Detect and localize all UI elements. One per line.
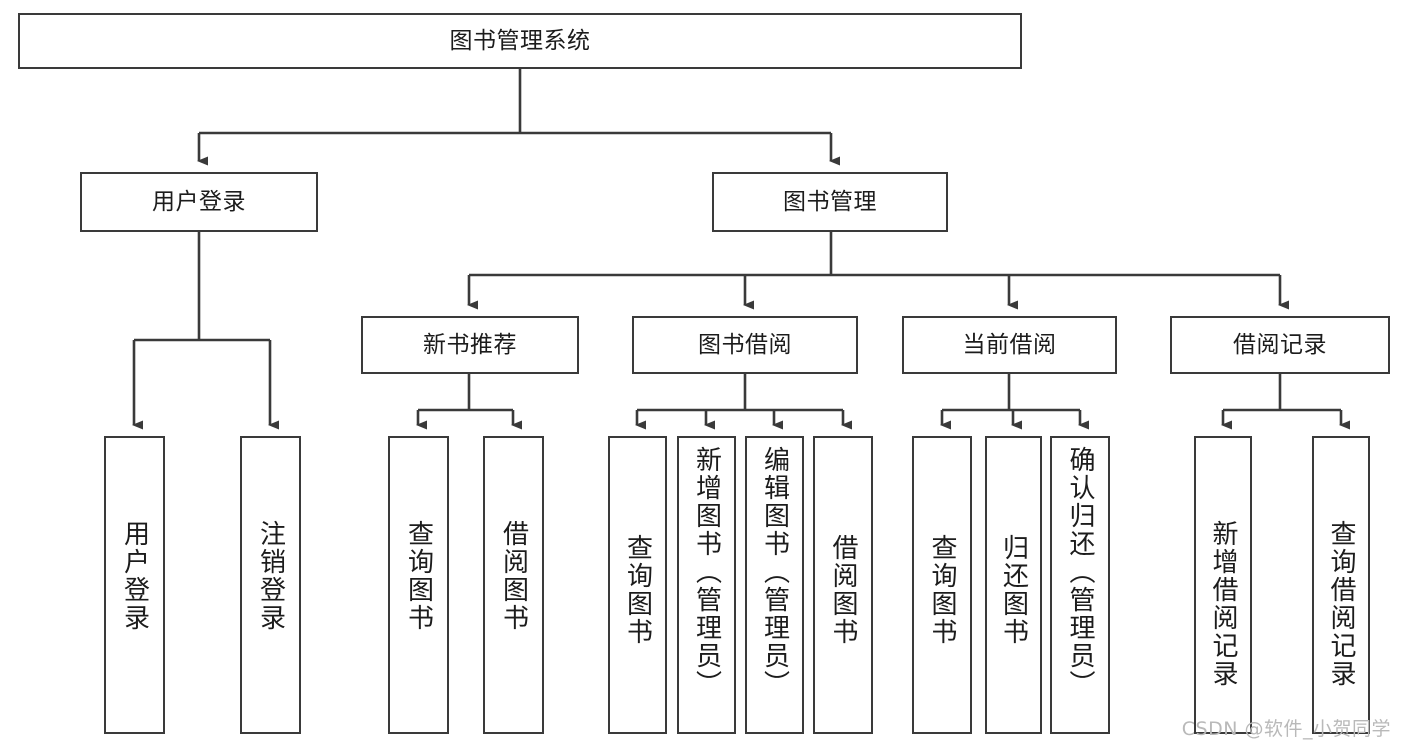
- leaf-logout[interactable]: 注销登录: [240, 436, 301, 734]
- csdn-watermark: CSDN @软件_小贺同学: [1181, 718, 1391, 740]
- leaf-add-book-admin[interactable]: 新增图书（管理员）: [677, 436, 736, 734]
- node-new-book-recommend-label: 新书推荐: [423, 331, 517, 358]
- leaf-query-book-borrow-label: 查询图书: [622, 534, 653, 646]
- leaf-query-book-recommend-label: 查询图书: [403, 520, 434, 632]
- leaf-query-borrow-record-label: 查询借阅记录: [1326, 520, 1356, 688]
- leaf-logout-label: 注销登录: [255, 520, 286, 632]
- leaf-return-book-label: 归还图书: [998, 534, 1029, 646]
- leaf-user-login[interactable]: 用户登录: [104, 436, 165, 734]
- leaf-borrow-book-recommend[interactable]: 借阅图书: [483, 436, 544, 734]
- node-current-borrow-label: 当前借阅: [962, 331, 1057, 358]
- node-root[interactable]: 图书管理系统: [18, 13, 1022, 69]
- node-new-book-recommend[interactable]: 新书推荐: [361, 316, 579, 374]
- leaf-confirm-return-admin-label: 确认归还（管理员）: [1065, 446, 1095, 698]
- leaf-user-login-label: 用户登录: [119, 520, 150, 632]
- node-user-login[interactable]: 用户登录: [80, 172, 318, 232]
- leaf-query-book-recommend[interactable]: 查询图书: [388, 436, 449, 734]
- leaf-query-book-current-label: 查询图书: [927, 534, 957, 646]
- node-borrow-record-label: 借阅记录: [1233, 331, 1327, 358]
- node-user-login-label: 用户登录: [152, 188, 246, 215]
- leaf-return-book[interactable]: 归还图书: [985, 436, 1042, 734]
- node-book-borrow-label: 图书借阅: [698, 331, 792, 358]
- leaf-confirm-return-admin[interactable]: 确认归还（管理员）: [1050, 436, 1110, 734]
- leaf-add-borrow-record-label: 新增借阅记录: [1208, 520, 1238, 688]
- leaf-edit-book-admin-label: 编辑图书（管理员）: [759, 446, 790, 698]
- node-root-label: 图书管理系统: [449, 27, 591, 54]
- node-book-management-label: 图书管理: [783, 188, 877, 215]
- node-current-borrow[interactable]: 当前借阅: [902, 316, 1117, 374]
- leaf-add-borrow-record[interactable]: 新增借阅记录: [1194, 436, 1252, 734]
- leaf-borrow-book-label: 借阅图书: [828, 534, 858, 646]
- node-book-borrow[interactable]: 图书借阅: [632, 316, 858, 374]
- leaf-edit-book-admin[interactable]: 编辑图书（管理员）: [745, 436, 804, 734]
- leaf-query-borrow-record[interactable]: 查询借阅记录: [1312, 436, 1370, 734]
- leaf-query-book-current[interactable]: 查询图书: [912, 436, 972, 734]
- node-book-management[interactable]: 图书管理: [712, 172, 948, 232]
- leaf-query-book-borrow[interactable]: 查询图书: [608, 436, 667, 734]
- leaf-borrow-book-recommend-label: 借阅图书: [498, 520, 529, 632]
- node-borrow-record[interactable]: 借阅记录: [1170, 316, 1390, 374]
- leaf-add-book-admin-label: 新增图书（管理员）: [691, 446, 722, 698]
- leaf-borrow-book[interactable]: 借阅图书: [813, 436, 873, 734]
